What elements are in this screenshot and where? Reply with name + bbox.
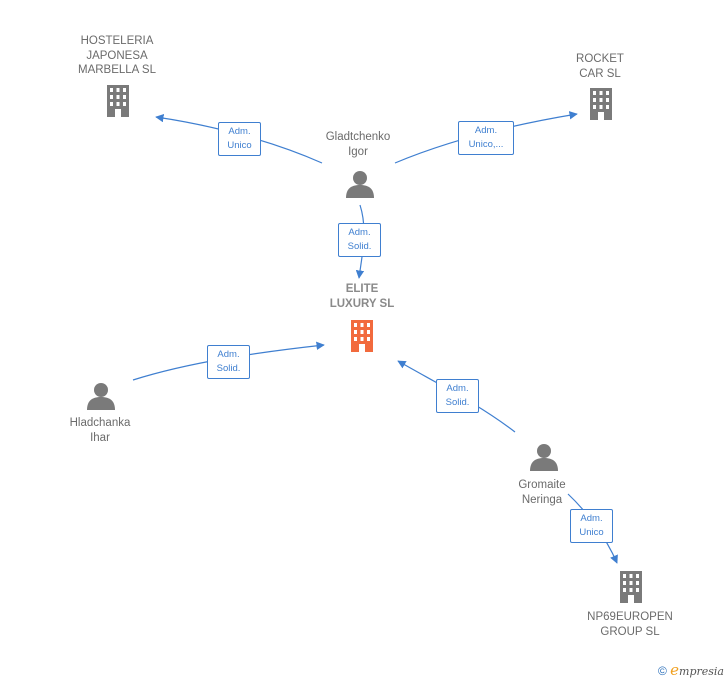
- node-label-line: NP69EUROPEN: [587, 611, 673, 623]
- node-label-line: Gladtchenko: [325, 131, 391, 143]
- edge-label-line: Solid.: [347, 241, 372, 252]
- person-icon-gladtchenko: [346, 171, 374, 198]
- node-label-line: GROUP SL: [600, 625, 660, 638]
- node-label-line: ROCKET: [576, 53, 624, 65]
- company-icon-hosteleria: [107, 85, 129, 117]
- edge-label-line: Unico: [579, 527, 604, 538]
- edge-label-line: Adm.: [580, 513, 603, 524]
- node-label-line: CAR SL: [579, 67, 621, 80]
- person-icon-gromaite: [530, 444, 558, 471]
- copyright-icon: ©: [657, 664, 667, 678]
- edge-label-line: Solid.: [445, 397, 470, 408]
- node-label-line: MARBELLA SL: [78, 64, 156, 76]
- node-label-hosteleria[interactable]: HOSTELERIA JAPONESA MARBELLA SL: [42, 34, 192, 78]
- node-label-line: Gromaite: [518, 479, 566, 491]
- node-label-line: ELITE: [345, 283, 379, 295]
- edge-label-gladtchenko-elite[interactable]: Adm. Solid.: [338, 223, 381, 257]
- node-label-gladtchenko[interactable]: Gladtchenko Igor: [283, 130, 433, 159]
- person-icon-hladchanka: [87, 383, 115, 410]
- edge-label-gromaite-np69[interactable]: Adm. Unico: [570, 509, 613, 543]
- edge-label-line: Unico: [227, 140, 252, 151]
- node-label-gromaite[interactable]: Gromaite Neringa: [467, 478, 617, 507]
- brand-logo-initial: e: [670, 661, 680, 679]
- edge-label-line: Adm.: [348, 227, 371, 238]
- edge-label-line: Adm.: [474, 125, 498, 136]
- edge-label-gladtchenko-hosteleria[interactable]: Adm. Unico: [218, 122, 261, 156]
- edge-label-line: Adm.: [446, 383, 469, 394]
- node-label-hladchanka[interactable]: Hladchanka Ihar: [25, 416, 175, 445]
- edge-label-line: Unico,...: [468, 139, 504, 150]
- edge-label-hladchanka-elite[interactable]: Adm. Solid.: [207, 345, 250, 379]
- node-label-np69[interactable]: NP69EUROPEN GROUP SL: [555, 610, 705, 639]
- edge-label-line: Adm.: [217, 349, 240, 360]
- node-label-line: Neringa: [521, 493, 563, 506]
- edge-label-gromaite-elite[interactable]: Adm. Solid.: [436, 379, 479, 413]
- company-icon-rocket: [590, 88, 612, 120]
- node-label-line: Igor: [348, 145, 368, 158]
- edge-label-gladtchenko-rocket[interactable]: Adm. Unico,...: [458, 121, 514, 155]
- edge-label-line: Solid.: [216, 363, 241, 374]
- node-label-elite[interactable]: ELITE LUXURY SL: [287, 282, 437, 311]
- brand-logo-text: mpresia: [679, 665, 724, 678]
- node-label-line: Ihar: [90, 431, 110, 444]
- node-label-line: Hladchanka: [69, 417, 131, 429]
- node-label-rocket[interactable]: ROCKET CAR SL: [525, 52, 675, 81]
- edge-label-line: Adm.: [228, 126, 251, 137]
- node-label-line: LUXURY SL: [329, 297, 395, 310]
- node-label-line: JAPONESA: [86, 49, 148, 62]
- node-label-line: HOSTELERIA: [80, 35, 154, 47]
- company-icon-np69: [620, 571, 642, 603]
- company-icon-elite: [351, 320, 373, 352]
- brand-footer: © empresia: [658, 661, 724, 679]
